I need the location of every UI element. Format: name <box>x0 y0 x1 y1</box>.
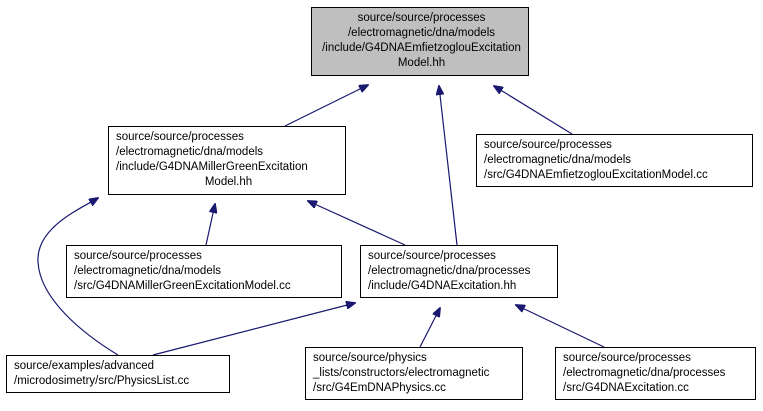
node-emfietzoglou-excitation-model-cc[interactable]: source/source/processes /electromagnetic… <box>476 134 753 187</box>
node-line: /electromagnetic/dna/models <box>116 146 264 158</box>
edge-excitation_hh-to-miller_hh <box>308 201 406 246</box>
node-line: /src/G4DNAMillerGreenExcitationModel.cc <box>74 280 291 292</box>
node-line: /electromagnetic/dna/models <box>484 154 632 166</box>
node-line: source/source/processes <box>116 131 244 143</box>
edge-miller_hh-to-root <box>284 85 368 127</box>
node-line: /src/G4DNAEmfietzoglouExcitationModel.cc <box>484 169 708 181</box>
node-line: source/examples/advanced <box>14 360 154 372</box>
node-dna-excitation-hh[interactable]: source/source/processes /electromagnetic… <box>360 245 558 298</box>
node-line: /include/G4DNAMillerGreenExcitation <box>116 161 308 173</box>
edge-emdnaphysics_cc-to-excitation_hh <box>419 308 440 348</box>
node-line: /microdosimetry/src/PhysicsList.cc <box>14 375 190 387</box>
node-miller-green-excitation-model-hh[interactable]: source/source/processes /electromagnetic… <box>108 126 346 195</box>
edge-excitation_cc-to-excitation_hh <box>516 305 605 348</box>
node-line: /src/G4EmDNAPhysics.cc <box>313 382 446 394</box>
node-line: Model.hh <box>204 176 253 188</box>
node-line: source/source/physics <box>313 352 427 364</box>
node-emfietzoglou-excitation-model-hh: source/source/processes /electromagnetic… <box>311 7 529 76</box>
node-line: source/source/processes <box>74 250 202 262</box>
node-physics-list-cc[interactable]: source/examples/advanced /microdosimetry… <box>6 355 230 393</box>
node-line: source/source/processes <box>484 139 612 151</box>
node-line: /include/G4DNAEmfietzoglouExcitation <box>322 42 521 54</box>
node-em-dna-physics-cc[interactable]: source/source/physics _lists/constructor… <box>305 347 523 400</box>
edge-excitation_hh-to-root <box>439 86 458 246</box>
edge-miller_cc-to-miller_hh <box>205 204 215 246</box>
node-miller-green-excitation-model-cc[interactable]: source/source/processes /electromagnetic… <box>66 245 342 298</box>
node-line: Model.hh <box>397 57 446 69</box>
node-line: source/source/processes <box>368 250 496 262</box>
node-line: /electromagnetic/dna/models <box>347 27 496 39</box>
node-line: /electromagnetic/dna/processes <box>368 265 531 277</box>
node-dna-excitation-cc[interactable]: source/source/processes /electromagnetic… <box>555 347 756 400</box>
edge-emfietzoglou_cc-to-root <box>494 86 573 135</box>
edge-physicslist_cc-to-excitation_hh <box>152 303 355 356</box>
node-line: source/source/processes <box>357 12 486 24</box>
node-line: source/source/processes <box>563 352 691 364</box>
node-line: /include/G4DNAExcitation.hh <box>368 280 517 292</box>
node-line: /electromagnetic/dna/processes <box>563 367 726 379</box>
node-line: /electromagnetic/dna/models <box>74 265 222 277</box>
node-line: /src/G4DNAExcitation.cc <box>563 382 689 394</box>
node-line: _lists/constructors/electromagnetic <box>313 367 490 379</box>
edge-physicslist_cc-to-miller_hh <box>37 198 119 356</box>
